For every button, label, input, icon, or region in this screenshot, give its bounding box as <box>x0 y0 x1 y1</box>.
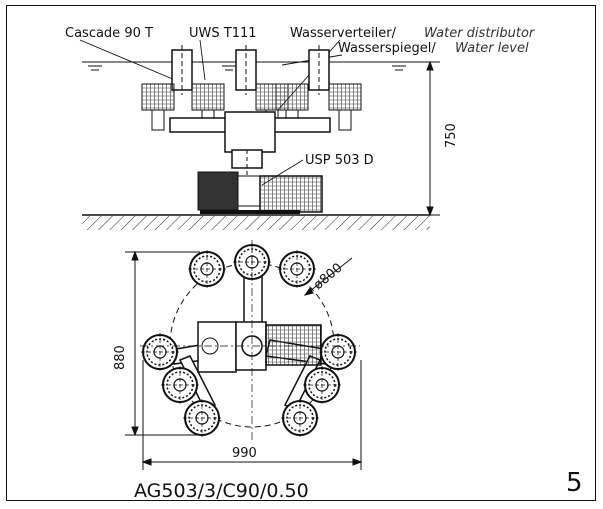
cascade-label: Cascade 90 T <box>65 26 153 41</box>
height-dimension <box>420 60 440 217</box>
ground <box>82 214 430 230</box>
drawing-frame <box>6 5 596 501</box>
plan-view <box>140 240 360 440</box>
depth-dimension-value: 880 <box>113 345 128 370</box>
page-number: 5 <box>566 468 583 498</box>
distributor-label-de: Wasserverteiler/ <box>290 26 397 41</box>
distributor-label-en: Water distributor <box>424 26 536 41</box>
width-dimension-value: 990 <box>232 446 257 461</box>
elevation-view <box>141 45 362 214</box>
water-level-label-de: Wasserspiegel/ <box>338 41 436 56</box>
water-level-label-en: Water level <box>455 41 529 56</box>
height-dimension-value: 750 <box>444 123 459 148</box>
width-dimension <box>141 360 363 470</box>
model-code: AG503/3/C90/0.50 <box>134 480 309 502</box>
diameter-dimension <box>303 257 353 296</box>
diameter-dimension-value: ø800 <box>311 261 346 294</box>
depth-dimension <box>125 250 200 437</box>
uws-label: UWS T111 <box>189 26 257 41</box>
pump-label: USP 503 D <box>305 153 374 168</box>
